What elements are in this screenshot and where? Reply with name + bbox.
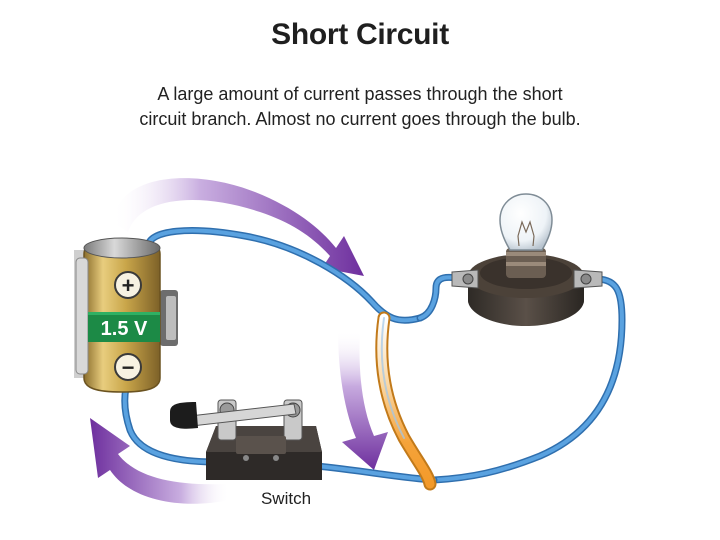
current-arrow-bottom [90, 418, 230, 504]
battery-negative-symbol: − [122, 355, 135, 380]
battery-positive-symbol: + [122, 273, 135, 298]
battery-negative-terminal-icon [114, 353, 142, 381]
description-line-1: A large amount of current passes through… [157, 84, 563, 104]
diagram-title: Short Circuit [271, 18, 449, 51]
description-line-2: circuit branch. Almost no current goes t… [139, 109, 581, 129]
battery-positive-terminal-icon [114, 271, 142, 299]
battery [74, 237, 178, 393]
knife-switch [170, 399, 322, 480]
current-arrow-middle [338, 330, 388, 470]
short-circuit-branch [375, 311, 437, 491]
switch-label: Switch [261, 489, 311, 508]
current-arrow-top [112, 178, 364, 276]
circuit-wires [121, 227, 626, 484]
light-bulb [451, 193, 603, 326]
battery-voltage-label: 1.5 V [101, 318, 148, 340]
diagram-description: A large amount of current passes through… [100, 82, 620, 132]
